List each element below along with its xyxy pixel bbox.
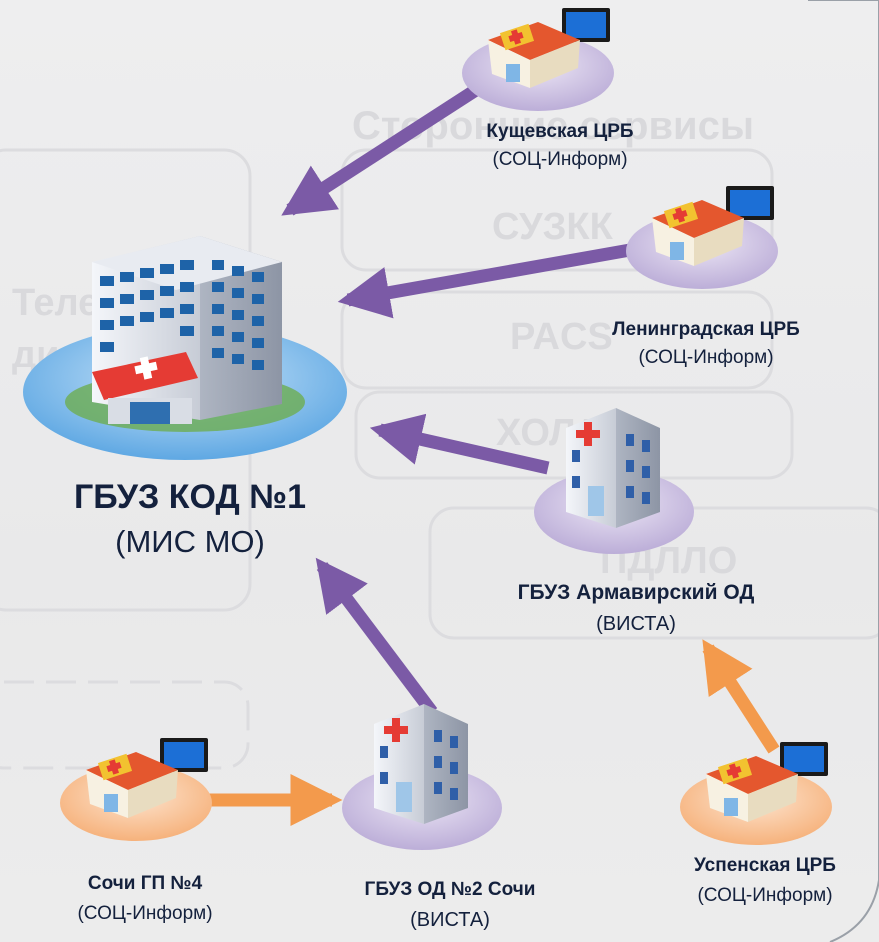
arrow-uspenskaya-to-armavir — [702, 639, 780, 754]
sochi-od2-label: ГБУЗ ОД №2 Сочи (ВИСТА) — [300, 878, 600, 933]
bg-suzkk-text: СУЗКК — [492, 206, 613, 248]
kushchevskaya-clinic-icon — [462, 8, 614, 111]
leningradskaya-name: Ленинградская ЦРБ — [612, 319, 800, 340]
leningradskaya-clinic-icon — [626, 186, 778, 289]
bg-pacs-text: PACS — [510, 316, 613, 358]
kushchevskaya-name: Кущевская ЦРБ — [486, 121, 634, 142]
central-node-system: (МИС МО) — [115, 523, 265, 559]
leningradskaya-system: (СОЦ-Информ) — [638, 346, 774, 368]
sochi-od2-hospital-icon — [342, 704, 502, 850]
flow-arrows — [194, 80, 780, 826]
sochi-gp4-name: Сочи ГП №4 — [87, 873, 203, 894]
uspenskaya-name: Успенская ЦРБ — [694, 855, 836, 876]
sochi-gp4-clinic-icon — [60, 738, 212, 841]
central-hospital-icon — [23, 236, 347, 460]
bg-tele-text: Теле — [12, 282, 100, 324]
sochi-od2-system: (ВИСТА) — [410, 908, 490, 931]
sochi-gp4-system: (СОЦ-Информ) — [77, 902, 213, 924]
central-node-label: ГБУЗ КОД №1 (МИС МО) — [20, 476, 360, 561]
armavir-label: ГБУЗ Армавирский ОД (ВИСТА) — [466, 580, 806, 637]
uspenskaya-system: (СОЦ-Информ) — [697, 884, 833, 906]
central-node-name: ГБУЗ КОД №1 — [74, 478, 306, 516]
arrow-kushchevskaya-to-central — [281, 80, 486, 216]
kushchevskaya-system: (СОЦ-Информ) — [492, 148, 628, 170]
arrow-armavir-to-central — [369, 413, 550, 475]
sochi-gp4-label: Сочи ГП №4 (СОЦ-Информ) — [10, 872, 280, 926]
armavir-system: (ВИСТА) — [596, 613, 676, 636]
armavir-name: ГБУЗ Армавирский ОД — [517, 581, 755, 604]
uspenskaya-label: Успенская ЦРБ (СОЦ-Информ) — [660, 854, 870, 908]
sochi-od2-name: ГБУЗ ОД №2 Сочи — [364, 879, 536, 900]
uspenskaya-clinic-icon — [680, 742, 832, 845]
arrow-leningradskaya-to-central — [337, 243, 632, 319]
leningradskaya-label: Ленинградская ЦРБ (СОЦ-Информ) — [556, 318, 856, 370]
armavir-hospital-icon — [534, 408, 694, 554]
arrow-sochi-od2-to-central — [315, 557, 438, 716]
kushchevskaya-label: Кущевская ЦРБ (СОЦ-Информ) — [430, 120, 690, 172]
